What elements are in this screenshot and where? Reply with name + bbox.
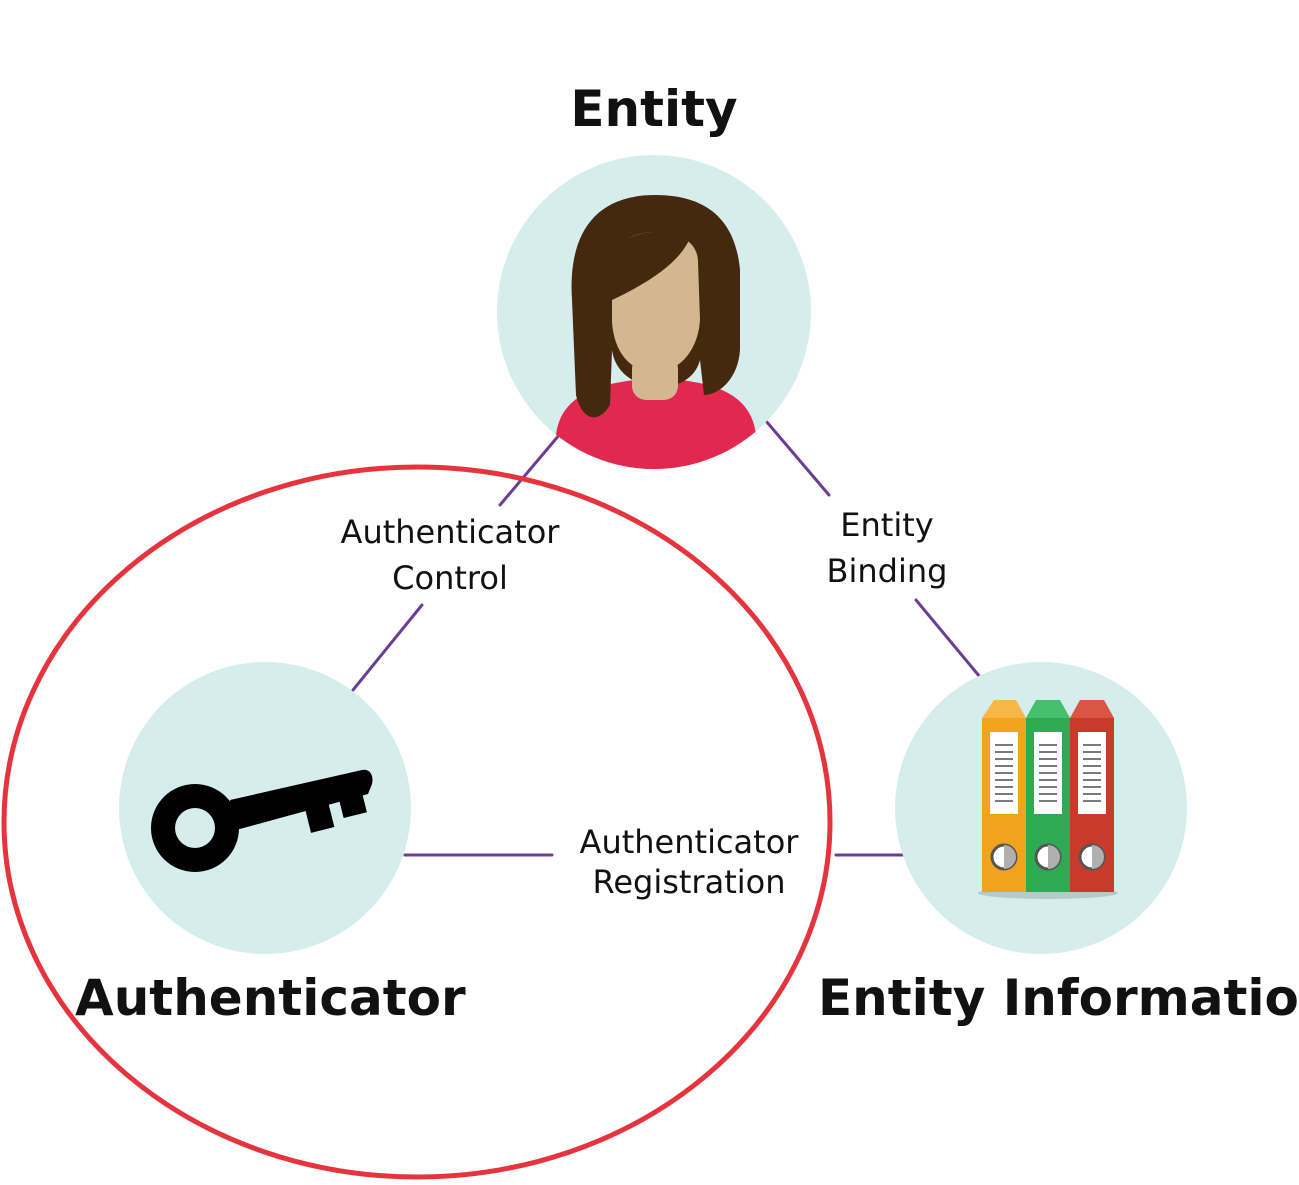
- connector-binding-label-to-entity-info: [914, 598, 982, 679]
- entity-binding-label: Entity Binding: [802, 502, 972, 594]
- key-bow-hole: [175, 808, 215, 848]
- authenticator-registration-line2: Registration: [592, 863, 786, 901]
- authenticator-title: Authenticator: [75, 969, 466, 1027]
- authenticator-highlight-ring: [1, 464, 833, 1180]
- connector-entity-to-binding-label: [764, 419, 831, 497]
- key-shaft: [230, 769, 373, 830]
- binder-red: [1070, 700, 1114, 892]
- authenticator-control-label: Authenticator Control: [318, 509, 582, 601]
- authenticator-registration-label: Authenticator Registration: [555, 822, 823, 902]
- binder-green: [1026, 700, 1070, 892]
- authenticator-registration-line1: Authenticator: [579, 823, 799, 861]
- entity-binding-line2: Binding: [826, 552, 948, 590]
- entity-title: Entity: [570, 80, 738, 138]
- binders-icon: [978, 700, 1118, 899]
- key-icon: [151, 769, 373, 872]
- person-bangs: [600, 231, 690, 300]
- key-tooth-2: [336, 783, 367, 819]
- authenticator-control-line2: Control: [392, 559, 508, 597]
- key-tooth-1: [302, 792, 335, 833]
- entity-information-title: Entity Information: [818, 969, 1299, 1027]
- authenticator-control-line1: Authenticator: [340, 513, 560, 551]
- entity-binding-line1: Entity: [840, 506, 934, 544]
- person-icon: [556, 195, 756, 469]
- connectors: [351, 419, 982, 857]
- binder-orange: [982, 700, 1026, 892]
- connector-control-label-to-authenticator: [351, 603, 424, 692]
- connector-entity-to-control-label: [498, 432, 562, 507]
